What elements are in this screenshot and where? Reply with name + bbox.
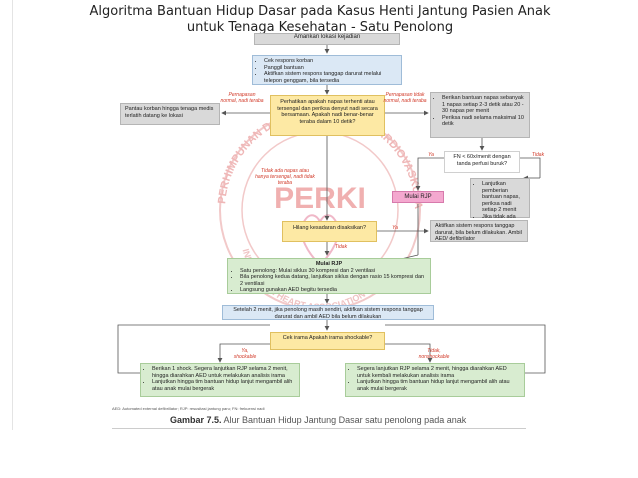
label-tidak-nonshockable: Tidak, nonshockable — [418, 348, 450, 360]
node-pantau: Pantau korban hingga tenaga medis terlat… — [120, 103, 220, 125]
node-perhatikan: Perhatikan apakah napas terhenti atau te… — [270, 95, 385, 136]
diagram-title: Algoritma Bantuan Hidup Dasar pada Kasus… — [60, 4, 580, 36]
node-nonshockable: Segera lanjutkan RJP selama 2 menit, hin… — [345, 363, 525, 397]
page-margin-line — [12, 0, 13, 430]
node-mulai-rjp-pink: Mulai RJP — [392, 191, 444, 203]
nonshockable-item: Segera lanjutkan RJP selama 2 menit, hin… — [357, 366, 521, 379]
watermark-center-text: PERKI — [274, 182, 366, 215]
label-pernapasan-tidak-normal: Pernapasan tidak normal, nadi teraba — [383, 92, 427, 104]
label-tidak-fn: Tidak — [531, 152, 545, 158]
mulai-rjp-item: Satu penolong: Mulai siklus 30 kompresi … — [240, 268, 426, 275]
label-pernapasan-normal: Pernapasan normal, nadi teraba — [220, 92, 264, 104]
cek-respons-item: Aktifkan sistem respons tanggap darurat … — [264, 71, 398, 84]
node-amankan: Amankan lokasi kejadian — [254, 33, 400, 45]
caption-text: Alur Bantuan Hidup Jantung Dasar satu pe… — [223, 415, 467, 425]
title-line-1: Algoritma Bantuan Hidup Dasar pada Kasus… — [89, 4, 551, 19]
cek-respons-item: Panggil bantuan — [264, 65, 398, 72]
node-mulai-rjp: Mulai RJP Satu penolong: Mulai siklus 30… — [227, 258, 431, 294]
lanjutkan-napas-item: Lanjutkan pemberian bantuan napas, perik… — [482, 181, 526, 214]
node-aktifkan-sistem: Aktifkan sistem respons tanggap darurat,… — [430, 220, 528, 242]
mulai-rjp-item: Langsung gunakan AED begitu tersedia — [240, 287, 426, 294]
mulai-rjp-heading: Mulai RJP — [315, 261, 343, 267]
label-ya-fn: Ya — [428, 152, 434, 158]
mulai-rjp-item: Bila penolong kedua datang, lanjutkan si… — [240, 274, 426, 287]
node-cek-irama: Cek irama Apakah irama shockable? — [270, 332, 385, 350]
node-lanjutkan-napas: Lanjutkan pemberian bantuan napas, perik… — [470, 178, 530, 227]
caption-rule — [112, 428, 526, 429]
berikan-bantuan-item: Berikan bantuan napas sebanyak 1 napas s… — [442, 95, 526, 115]
node-setelah-2-menit: Setelah 2 menit, jika penolong masih sen… — [222, 305, 434, 320]
label-tidak-kesadaran: Tidak — [334, 244, 348, 250]
berikan-bantuan-item: Periksa nadi selama maksimal 10 detik — [442, 115, 526, 128]
label-ya-kesadaran: Ya — [392, 225, 398, 231]
label-tidak-ada-napas: Tidak ada napas atau hanya tersengal, na… — [255, 168, 315, 186]
nonshockable-item: Lanjutkan hingga tim bantuan hidup lanju… — [357, 379, 521, 392]
shockable-item: Berikan 1 shock. Segera lanjutkan RJP se… — [152, 366, 296, 379]
cek-respons-item: Cek respons korban — [264, 58, 398, 65]
figure-caption: Gambar 7.5. Alur Bantuan Hidup Jantung D… — [170, 415, 550, 425]
node-fn-check: FN < 60x/menit dengan tanda perfusi buru… — [444, 151, 520, 173]
caption-label: Gambar 7.5. — [170, 415, 222, 425]
node-cek-respons: Cek respons korban Panggil bantuan Aktif… — [252, 55, 402, 85]
footnote: AED: Automated external defibrillator; R… — [112, 406, 265, 411]
node-hilang-kesadaran: Hilang kesadaran disaksikan? — [282, 221, 377, 242]
shockable-item: Lanjutkan hingga tim bantuan hidup lanju… — [152, 379, 296, 392]
node-berikan-bantuan: Berikan bantuan napas sebanyak 1 napas s… — [430, 92, 530, 138]
title-line-2: untuk Tenaga Kesehatan - Satu Penolong — [186, 20, 454, 35]
label-ya-shockable: Ya, shockable — [233, 348, 257, 360]
node-shockable: Berikan 1 shock. Segera lanjutkan RJP se… — [140, 363, 300, 397]
